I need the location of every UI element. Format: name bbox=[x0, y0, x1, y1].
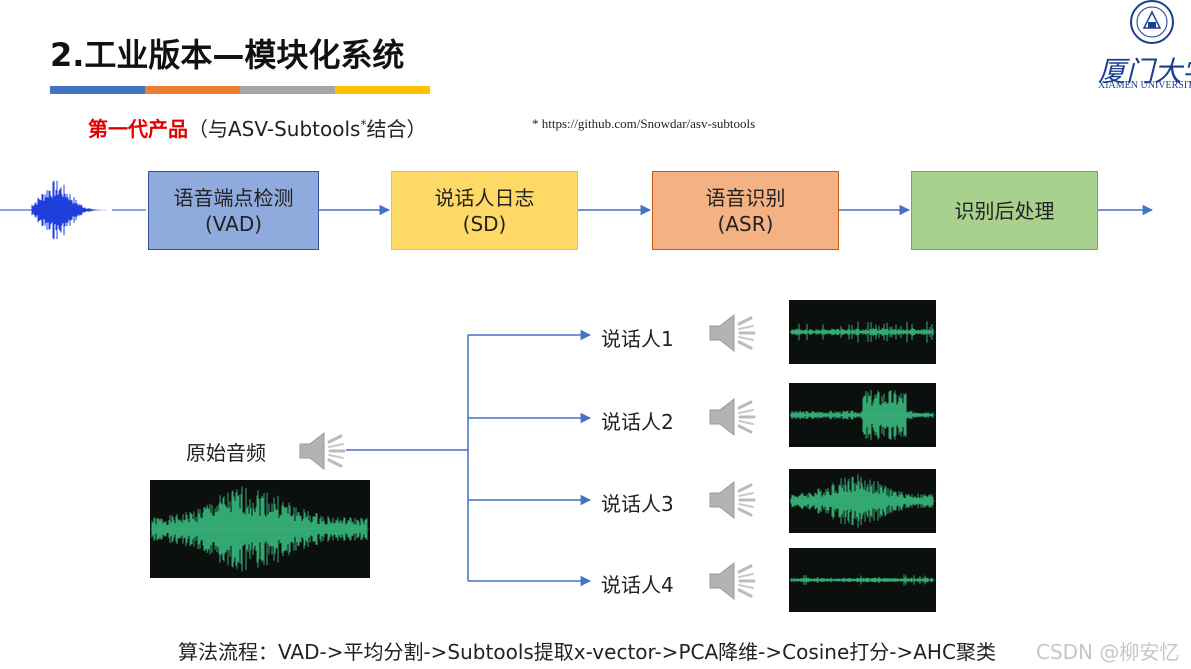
stage-post: 识别后处理 bbox=[911, 171, 1098, 250]
stage-asr-line2: (ASR) bbox=[717, 211, 774, 236]
algorithm-flow-text: 算法流程：VAD->平均分割->Subtools提取x-vector->PCA降… bbox=[178, 640, 996, 664]
logo-name-cn: 厦门大学 bbox=[1098, 55, 1191, 88]
source-waveform bbox=[150, 480, 370, 578]
title-underline-gray bbox=[240, 86, 335, 94]
stage-vad-line1: 语音端点检测 bbox=[173, 185, 294, 210]
stage-sd-line2: (SD) bbox=[462, 211, 507, 236]
source-audio-label: 原始音频 bbox=[186, 441, 266, 465]
watermark: CSDN @柳安忆 bbox=[1036, 640, 1180, 664]
speaker-icon bbox=[709, 397, 756, 437]
subtitle-end: 结合） bbox=[366, 117, 427, 141]
title-underline-orange bbox=[145, 86, 240, 94]
speaker-icon bbox=[709, 480, 756, 520]
subtitle-highlight: 第一代产品 bbox=[88, 117, 188, 141]
logo-name-en: XIAMEN UNIVERSITY bbox=[1098, 80, 1191, 91]
subtitle-rest: （与ASV-Subtools bbox=[188, 117, 361, 141]
stage-asr-line1: 语音识别 bbox=[705, 185, 786, 210]
speaker-1-waveform bbox=[789, 300, 936, 364]
stage-sd-line1: 说话人日志 bbox=[434, 185, 535, 210]
stage-asr: 语音识别 (ASR) bbox=[652, 171, 839, 250]
page-title: 2.工业版本—模块化系统 bbox=[50, 36, 405, 74]
speaker-icon bbox=[709, 313, 756, 353]
subtitle-sup: * bbox=[360, 117, 367, 132]
title-underline-yellow bbox=[335, 86, 430, 94]
speaker-4-label: 说话人4 bbox=[601, 573, 674, 597]
input-waveform bbox=[0, 180, 146, 240]
subtitle: 第一代产品（与ASV-Subtools*结合） bbox=[88, 113, 426, 142]
speaker-icon bbox=[709, 561, 756, 601]
speaker-2-waveform bbox=[789, 383, 936, 447]
stage-vad-line2: (VAD) bbox=[204, 211, 263, 236]
speaker-3-label: 说话人3 bbox=[601, 492, 674, 516]
stage-vad: 语音端点检测 (VAD) bbox=[148, 171, 319, 250]
stage-post-line1: 识别后处理 bbox=[954, 198, 1055, 223]
speaker-3-waveform bbox=[789, 469, 936, 533]
speaker-4-waveform bbox=[789, 548, 936, 612]
stage-sd: 说话人日志 (SD) bbox=[391, 171, 578, 250]
title-underline-blue bbox=[50, 86, 145, 94]
footnote: * https://github.com/Snowdar/asv-subtool… bbox=[532, 116, 756, 131]
university-seal-icon bbox=[1130, 0, 1174, 44]
speaker-2-label: 说话人2 bbox=[601, 410, 674, 434]
speaker-1-label: 说话人1 bbox=[601, 327, 674, 351]
speaker-icon bbox=[299, 431, 346, 471]
